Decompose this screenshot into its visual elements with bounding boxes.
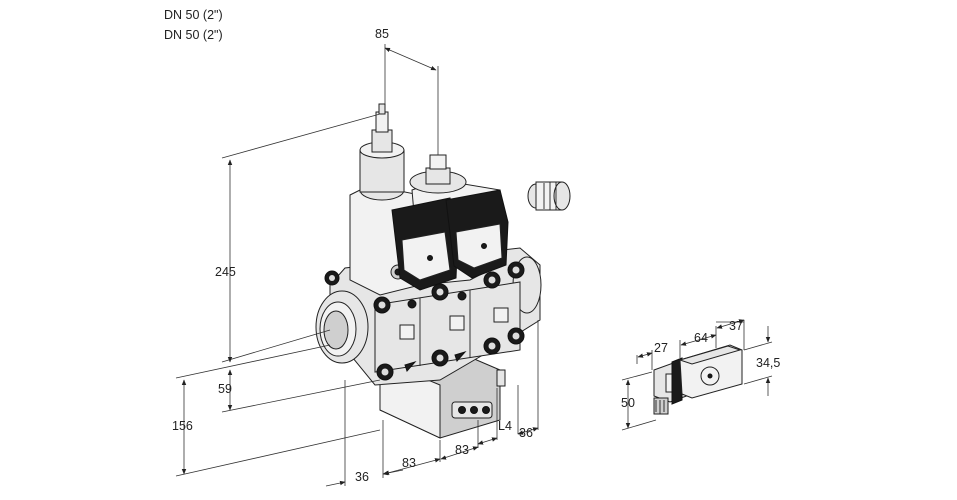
dim-label-83-1: 83 — [402, 456, 416, 470]
dimension-lines — [175, 44, 539, 487]
valve-assembly — [315, 103, 571, 439]
inlet-flange — [315, 290, 369, 364]
coil-cover-left — [391, 197, 459, 291]
dim-label-156: 156 — [172, 419, 193, 433]
dim-label-36-left: 36 — [355, 470, 369, 484]
dim-label-36-right: 36 — [519, 426, 533, 440]
dim-label-34-5: 34,5 — [756, 356, 780, 370]
bolts — [324, 261, 525, 381]
cable-gland — [527, 181, 571, 211]
dim-label-245: 245 — [215, 265, 236, 279]
lower-plate — [451, 401, 493, 419]
dim-label-50: 50 — [621, 396, 635, 410]
actuator-detail — [653, 344, 743, 415]
dim-label-83-2: 83 — [455, 443, 469, 457]
dim-label-64: 64 — [694, 331, 708, 345]
dim-label-27: 27 — [654, 341, 668, 355]
size-label-1: DN 50 (2") — [164, 8, 223, 22]
dim-label-l4: L4 — [498, 419, 512, 433]
dim-label-59: 59 — [218, 382, 232, 396]
detail-dimension-lines — [621, 319, 773, 431]
dim-label-37: 37 — [729, 319, 743, 333]
coil-cover-right — [445, 189, 509, 279]
size-label-2: DN 50 (2") — [164, 28, 223, 42]
dim-label-85: 85 — [375, 27, 389, 41]
